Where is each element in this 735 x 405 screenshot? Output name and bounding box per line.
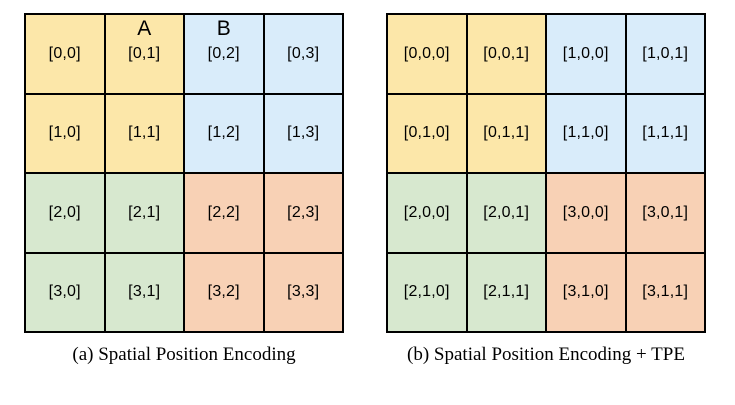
cell-coordinate-label: [1,1,1] [642, 124, 689, 142]
cell-coordinate-label: [3,2] [207, 283, 240, 301]
grid-cell: [2,3] [264, 174, 342, 252]
cell-coordinate-label: [0,1] [128, 44, 161, 62]
grid-cell: [3,1,1] [626, 253, 704, 331]
cell-coordinate-label: [3,0,0] [562, 203, 609, 221]
cell-coordinate-label: [3,1,1] [642, 283, 689, 301]
cell-coordinate-label: [0,3] [287, 44, 320, 62]
cell-coordinate-label: [3,0,1] [642, 203, 689, 221]
cell-coordinate-label: [1,2] [207, 124, 240, 142]
grid-cell: [3,1,0] [547, 253, 625, 331]
cell-coordinate-label: [1,0,1] [642, 44, 689, 62]
figure-position-encoding: [0,0] A [0,1] B [0,2] [0,3] [1,0] [1,1] [1,2] [1,… [24, 13, 706, 366]
cell-coordinate-label: [0,1,1] [483, 124, 530, 142]
grid-cell: [2,0] [26, 174, 104, 252]
cell-coordinate-label: [2,1,1] [483, 283, 530, 301]
cell-coordinate-label: [3,3] [287, 283, 320, 301]
grid-cell: [0,0,0] [388, 15, 466, 93]
cell-coordinate-label: [2,1] [128, 203, 161, 221]
caption-panel-a: (a) Spatial Position Encoding [72, 344, 296, 365]
grid-cell: [1,0,0] [547, 15, 625, 93]
cell-coordinate-label: [2,3] [287, 203, 320, 221]
grid-cell: [1,0] [26, 94, 104, 172]
grid-cell: [2,0,1] [467, 174, 545, 252]
grid-cell: [3,3] [264, 253, 342, 331]
cell-coordinate-label: [2,1,0] [403, 283, 450, 301]
grid-cell: [1,2] [185, 94, 263, 172]
grid-cell: [0,0,1] [467, 15, 545, 93]
cell-coordinate-label: [2,2] [207, 203, 240, 221]
grid-cell: [2,1,0] [388, 253, 466, 331]
panel-spatial-position-encoding: [0,0] A [0,1] B [0,2] [0,3] [1,0] [1,1] [1,2] [1,… [24, 13, 344, 366]
panel-spatial-position-encoding-tpe: [0,0,0] [0,0,1] [1,0,0] [1,0,1] [0,1,0] [0,1,… [386, 13, 706, 366]
grid-cell: [1,1,0] [547, 94, 625, 172]
cell-coordinate-label: [1,1] [128, 124, 161, 142]
grid-cell: A [0,1] [105, 15, 183, 93]
grid-cell: [1,1,1] [626, 94, 704, 172]
grid-cell: [1,1] [105, 94, 183, 172]
cell-coordinate-label: [1,0,0] [562, 44, 609, 62]
grid-cell: [0,3] [264, 15, 342, 93]
cell-coordinate-label: [0,2] [207, 44, 240, 62]
cell-coordinate-label: [0,0,1] [483, 44, 530, 62]
cell-coordinate-label: [0,1,0] [403, 124, 450, 142]
grid-cell: [3,0,1] [626, 174, 704, 252]
cell-coordinate-label: [0,0,0] [403, 44, 450, 62]
grid-cell: [2,1] [105, 174, 183, 252]
grid-cell: [3,2] [185, 253, 263, 331]
grid-cell: B [0,2] [185, 15, 263, 93]
cell-coordinate-label: [2,0] [48, 203, 81, 221]
cell-coordinate-label: [3,1,0] [562, 283, 609, 301]
cell-coordinate-label: [1,0] [48, 124, 81, 142]
grid-cell: [1,0,1] [626, 15, 704, 93]
grid-cell: [3,0,0] [547, 174, 625, 252]
grid-cell: [0,0] [26, 15, 104, 93]
caption-panel-b: (b) Spatial Position Encoding + TPE [407, 344, 685, 365]
cell-coordinate-label: [1,3] [287, 124, 320, 142]
grid-cell: [1,3] [264, 94, 342, 172]
grid-cell: [2,1,1] [467, 253, 545, 331]
cell-coordinate-label: [3,1] [128, 283, 161, 301]
grid-cell: [0,1,0] [388, 94, 466, 172]
cell-coordinate-label: [1,1,0] [562, 124, 609, 142]
cell-coordinate-label: [2,0,1] [483, 203, 530, 221]
cell-coordinate-label: [3,0] [48, 283, 81, 301]
grid-cell: [2,0,0] [388, 174, 466, 252]
grid-spatial-position-encoding-tpe: [0,0,0] [0,0,1] [1,0,0] [1,0,1] [0,1,0] [0,1,… [386, 13, 706, 333]
cell-coordinate-label: [2,0,0] [403, 203, 450, 221]
grid-cell: [3,1] [105, 253, 183, 331]
grid-cell: [2,2] [185, 174, 263, 252]
cell-tag-label: A [137, 17, 152, 40]
grid-cell: [3,0] [26, 253, 104, 331]
cell-coordinate-label: [0,0] [48, 44, 81, 62]
grid-cell: [0,1,1] [467, 94, 545, 172]
cell-tag-label: B [216, 17, 231, 40]
grid-spatial-position-encoding: [0,0] A [0,1] B [0,2] [0,3] [1,0] [1,1] [1,2] [1,… [24, 13, 344, 333]
